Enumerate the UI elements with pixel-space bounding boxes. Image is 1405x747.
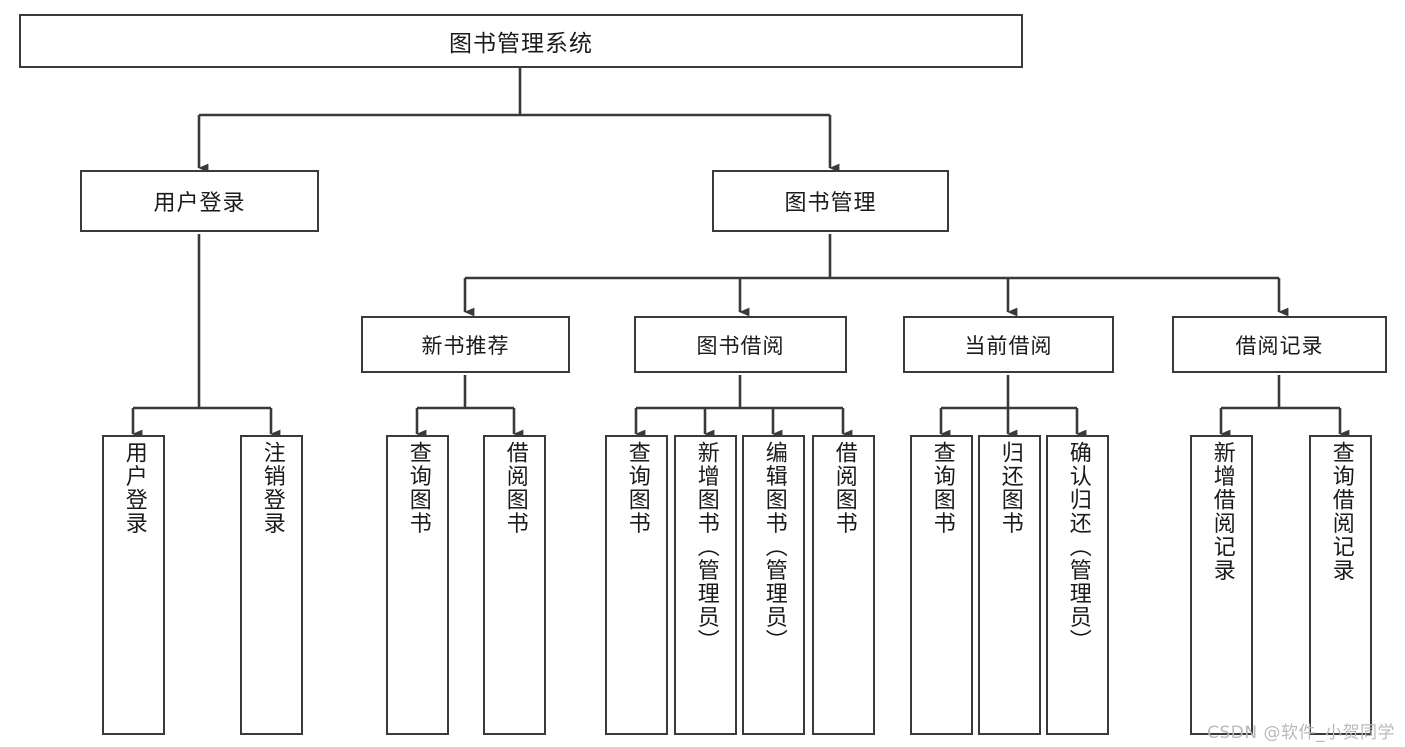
leaf-query-book-1-label: 查询图书 xyxy=(405,441,431,535)
node-new-book-recommend-label: 新书推荐 xyxy=(421,333,510,358)
node-book-borrow-label: 图书借阅 xyxy=(696,333,785,358)
leaf-add-record-label: 新增借阅记录 xyxy=(1209,441,1235,582)
leaf-query-book-2-label: 查询图书 xyxy=(624,441,650,535)
leaf-borrow-book-2-label: 借阅图书 xyxy=(831,441,857,535)
leaf-add-book[interactable]: 新增图书（管理员） xyxy=(674,435,737,735)
node-book-borrow[interactable]: 图书借阅 xyxy=(634,316,847,373)
leaf-user-logout[interactable]: 注销登录 xyxy=(240,435,303,735)
leaf-query-record-label: 查询借阅记录 xyxy=(1328,441,1354,582)
leaf-query-record[interactable]: 查询借阅记录 xyxy=(1309,435,1372,735)
leaf-user-login[interactable]: 用户登录 xyxy=(102,435,165,735)
leaf-edit-book-label: 编辑图书（管理员） xyxy=(761,441,787,653)
leaf-edit-book[interactable]: 编辑图书（管理员） xyxy=(742,435,805,735)
leaf-user-login-label: 用户登录 xyxy=(121,441,147,535)
watermark-text: CSDN @软件_小贺同学 xyxy=(1207,723,1395,743)
leaf-add-record[interactable]: 新增借阅记录 xyxy=(1190,435,1253,735)
node-book-manage-label: 图书管理 xyxy=(784,191,877,216)
node-current-borrow-label: 当前借阅 xyxy=(964,333,1053,358)
leaf-query-book-2[interactable]: 查询图书 xyxy=(605,435,668,735)
leaf-return-book[interactable]: 归还图书 xyxy=(978,435,1041,735)
leaf-return-book-label: 归还图书 xyxy=(997,441,1023,535)
leaf-user-logout-label: 注销登录 xyxy=(259,441,285,535)
leaf-add-book-label: 新增图书（管理员） xyxy=(693,441,719,653)
leaf-query-book-1[interactable]: 查询图书 xyxy=(386,435,449,735)
leaf-confirm-return[interactable]: 确认归还（管理员） xyxy=(1046,435,1109,735)
node-current-borrow[interactable]: 当前借阅 xyxy=(903,316,1114,373)
leaf-query-book-3[interactable]: 查询图书 xyxy=(910,435,973,735)
node-root[interactable]: 图书管理系统 xyxy=(19,14,1023,68)
node-user-login[interactable]: 用户登录 xyxy=(80,170,319,232)
node-book-manage[interactable]: 图书管理 xyxy=(712,170,949,232)
node-borrow-record-label: 借阅记录 xyxy=(1235,333,1324,358)
node-new-book-recommend[interactable]: 新书推荐 xyxy=(361,316,570,373)
leaf-query-book-3-label: 查询图书 xyxy=(929,441,955,535)
leaf-borrow-book-1-label: 借阅图书 xyxy=(502,441,528,535)
node-root-label: 图书管理系统 xyxy=(449,31,593,57)
leaf-borrow-book-1[interactable]: 借阅图书 xyxy=(483,435,546,735)
leaf-confirm-return-label: 确认归还（管理员） xyxy=(1065,441,1091,653)
node-user-login-label: 用户登录 xyxy=(153,191,246,216)
leaf-borrow-book-2[interactable]: 借阅图书 xyxy=(812,435,875,735)
node-borrow-record[interactable]: 借阅记录 xyxy=(1172,316,1387,373)
